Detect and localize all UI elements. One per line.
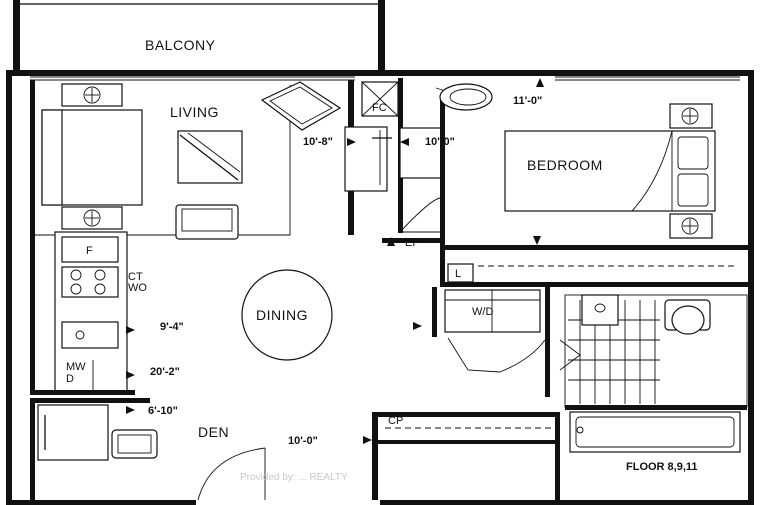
balcony-label: BALCONY <box>145 37 216 53</box>
bedroom-dim: 10'-0" <box>425 136 455 148</box>
nightstand-bottom <box>669 213 713 239</box>
cp-label: CP <box>388 415 403 427</box>
fc-closet: FC <box>344 78 443 233</box>
living-dim: 10'-8" <box>303 136 333 148</box>
den-dim-b: 10'-0" <box>288 435 318 447</box>
floor-note: FLOOR 8,9,11 <box>626 461 698 473</box>
exterior-walls <box>6 70 754 505</box>
dw-label: D <box>66 373 74 385</box>
coffee-table <box>177 130 243 184</box>
bedroom-width-dim: 11'-0" <box>513 95 542 107</box>
cp-closet: CP <box>372 412 560 500</box>
side-table-bottom <box>61 206 123 230</box>
side-table-top <box>61 83 123 107</box>
ep-label: EP <box>405 237 420 249</box>
laundry-closet: W/D <box>432 287 550 397</box>
bedroom-chair <box>439 83 493 111</box>
fc-label: FC <box>372 102 387 114</box>
living-label: LIVING <box>170 104 219 120</box>
wo-label: WO <box>128 282 147 294</box>
bed <box>504 130 716 212</box>
bedroom-door: EP <box>382 197 441 249</box>
bedroom-label: BEDROOM <box>527 157 603 173</box>
overall-dim: 20'-2" <box>150 366 180 378</box>
sofa <box>41 109 143 206</box>
bathtub <box>565 405 747 453</box>
den-dim-a: 6'-10" <box>148 405 178 417</box>
den-label: DEN <box>198 424 229 440</box>
l-label: L <box>455 268 461 280</box>
dining-label: DINING <box>256 307 308 323</box>
kitchen: F CT WO MW D <box>30 231 147 395</box>
dining-table <box>212 269 363 361</box>
balcony <box>13 0 385 73</box>
kitchen-dim: 9'-4" <box>160 321 184 333</box>
entry-door <box>197 447 266 501</box>
wd-label: W/D <box>472 306 493 318</box>
nightstand-top <box>669 103 713 129</box>
linen-closet: L <box>440 250 748 287</box>
ct-label: CT <box>128 271 143 283</box>
fridge-label: F <box>86 245 93 257</box>
armchair-top <box>260 81 342 131</box>
watermark: Provided by: ... REALTY <box>240 472 348 483</box>
armchair-bottom <box>175 204 239 240</box>
den <box>30 398 158 500</box>
mw-label: MW <box>66 361 86 373</box>
bathroom <box>559 294 748 408</box>
